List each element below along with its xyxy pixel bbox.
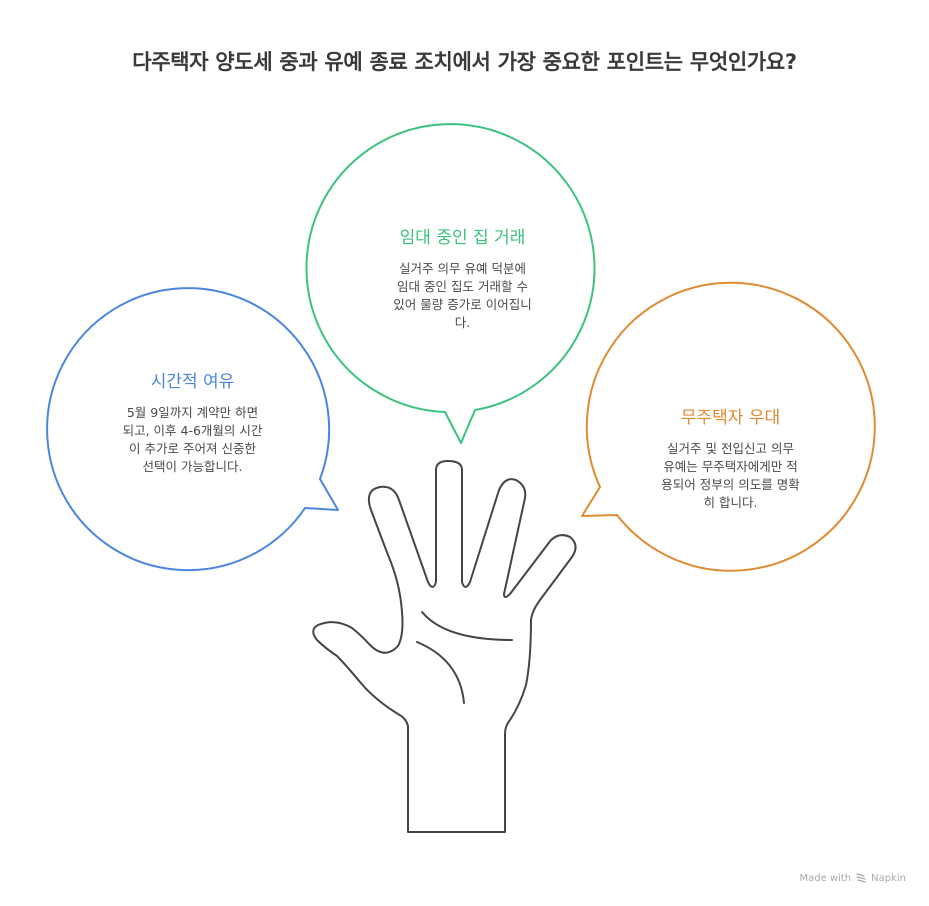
bubble-center-heading: 임대 중인 집 거래: [399, 228, 526, 248]
raised-hand-icon: [312, 460, 577, 833]
speech-bubble-right-outline: [581, 281, 876, 572]
bubble-left: 시간적 여유 5월 9일까지 계약만 하면 되고, 이후 4-6개월의 시간 이…: [80, 367, 305, 476]
page-title: 다주택자 양도세 중과 유예 종료 조치에서 가장 중요한 포인트는 무엇인가요…: [132, 50, 797, 74]
bubble-right: 무주택자 우대 실거주 및 전입신고 의무 유예는 무주택자에게만 적 용되어 …: [618, 403, 843, 512]
speech-bubble-center-outline: [305, 123, 596, 444]
bubble-left-heading: 시간적 여유: [150, 372, 235, 392]
made-with-label: Made with: [799, 872, 852, 884]
speech-bubble-left-outline: [46, 287, 339, 572]
napkin-brand-label: Napkin: [871, 872, 906, 884]
bubble-center-body: 실거주 의무 유예 덕분에 임대 중인 집도 거래할 수 있어 물량 증가로 이…: [393, 261, 532, 330]
bubble-left-body: 5월 9일까지 계약만 하면 되고, 이후 4-6개월의 시간 이 추가로 주어…: [122, 405, 263, 474]
bubble-right-heading: 무주택자 우대: [680, 408, 781, 428]
bubble-center: 임대 중인 집 거래 실거주 의무 유예 덕분에 임대 중인 집도 거래할 수 …: [350, 223, 575, 332]
bubble-right-body: 실거주 및 전입신고 의무 유예는 무주택자에게만 적 용되어 정부의 의도를 …: [661, 441, 800, 510]
napkin-logo-icon: [856, 873, 866, 883]
made-with-napkin-badge[interactable]: Made with Napkin: [799, 872, 906, 884]
